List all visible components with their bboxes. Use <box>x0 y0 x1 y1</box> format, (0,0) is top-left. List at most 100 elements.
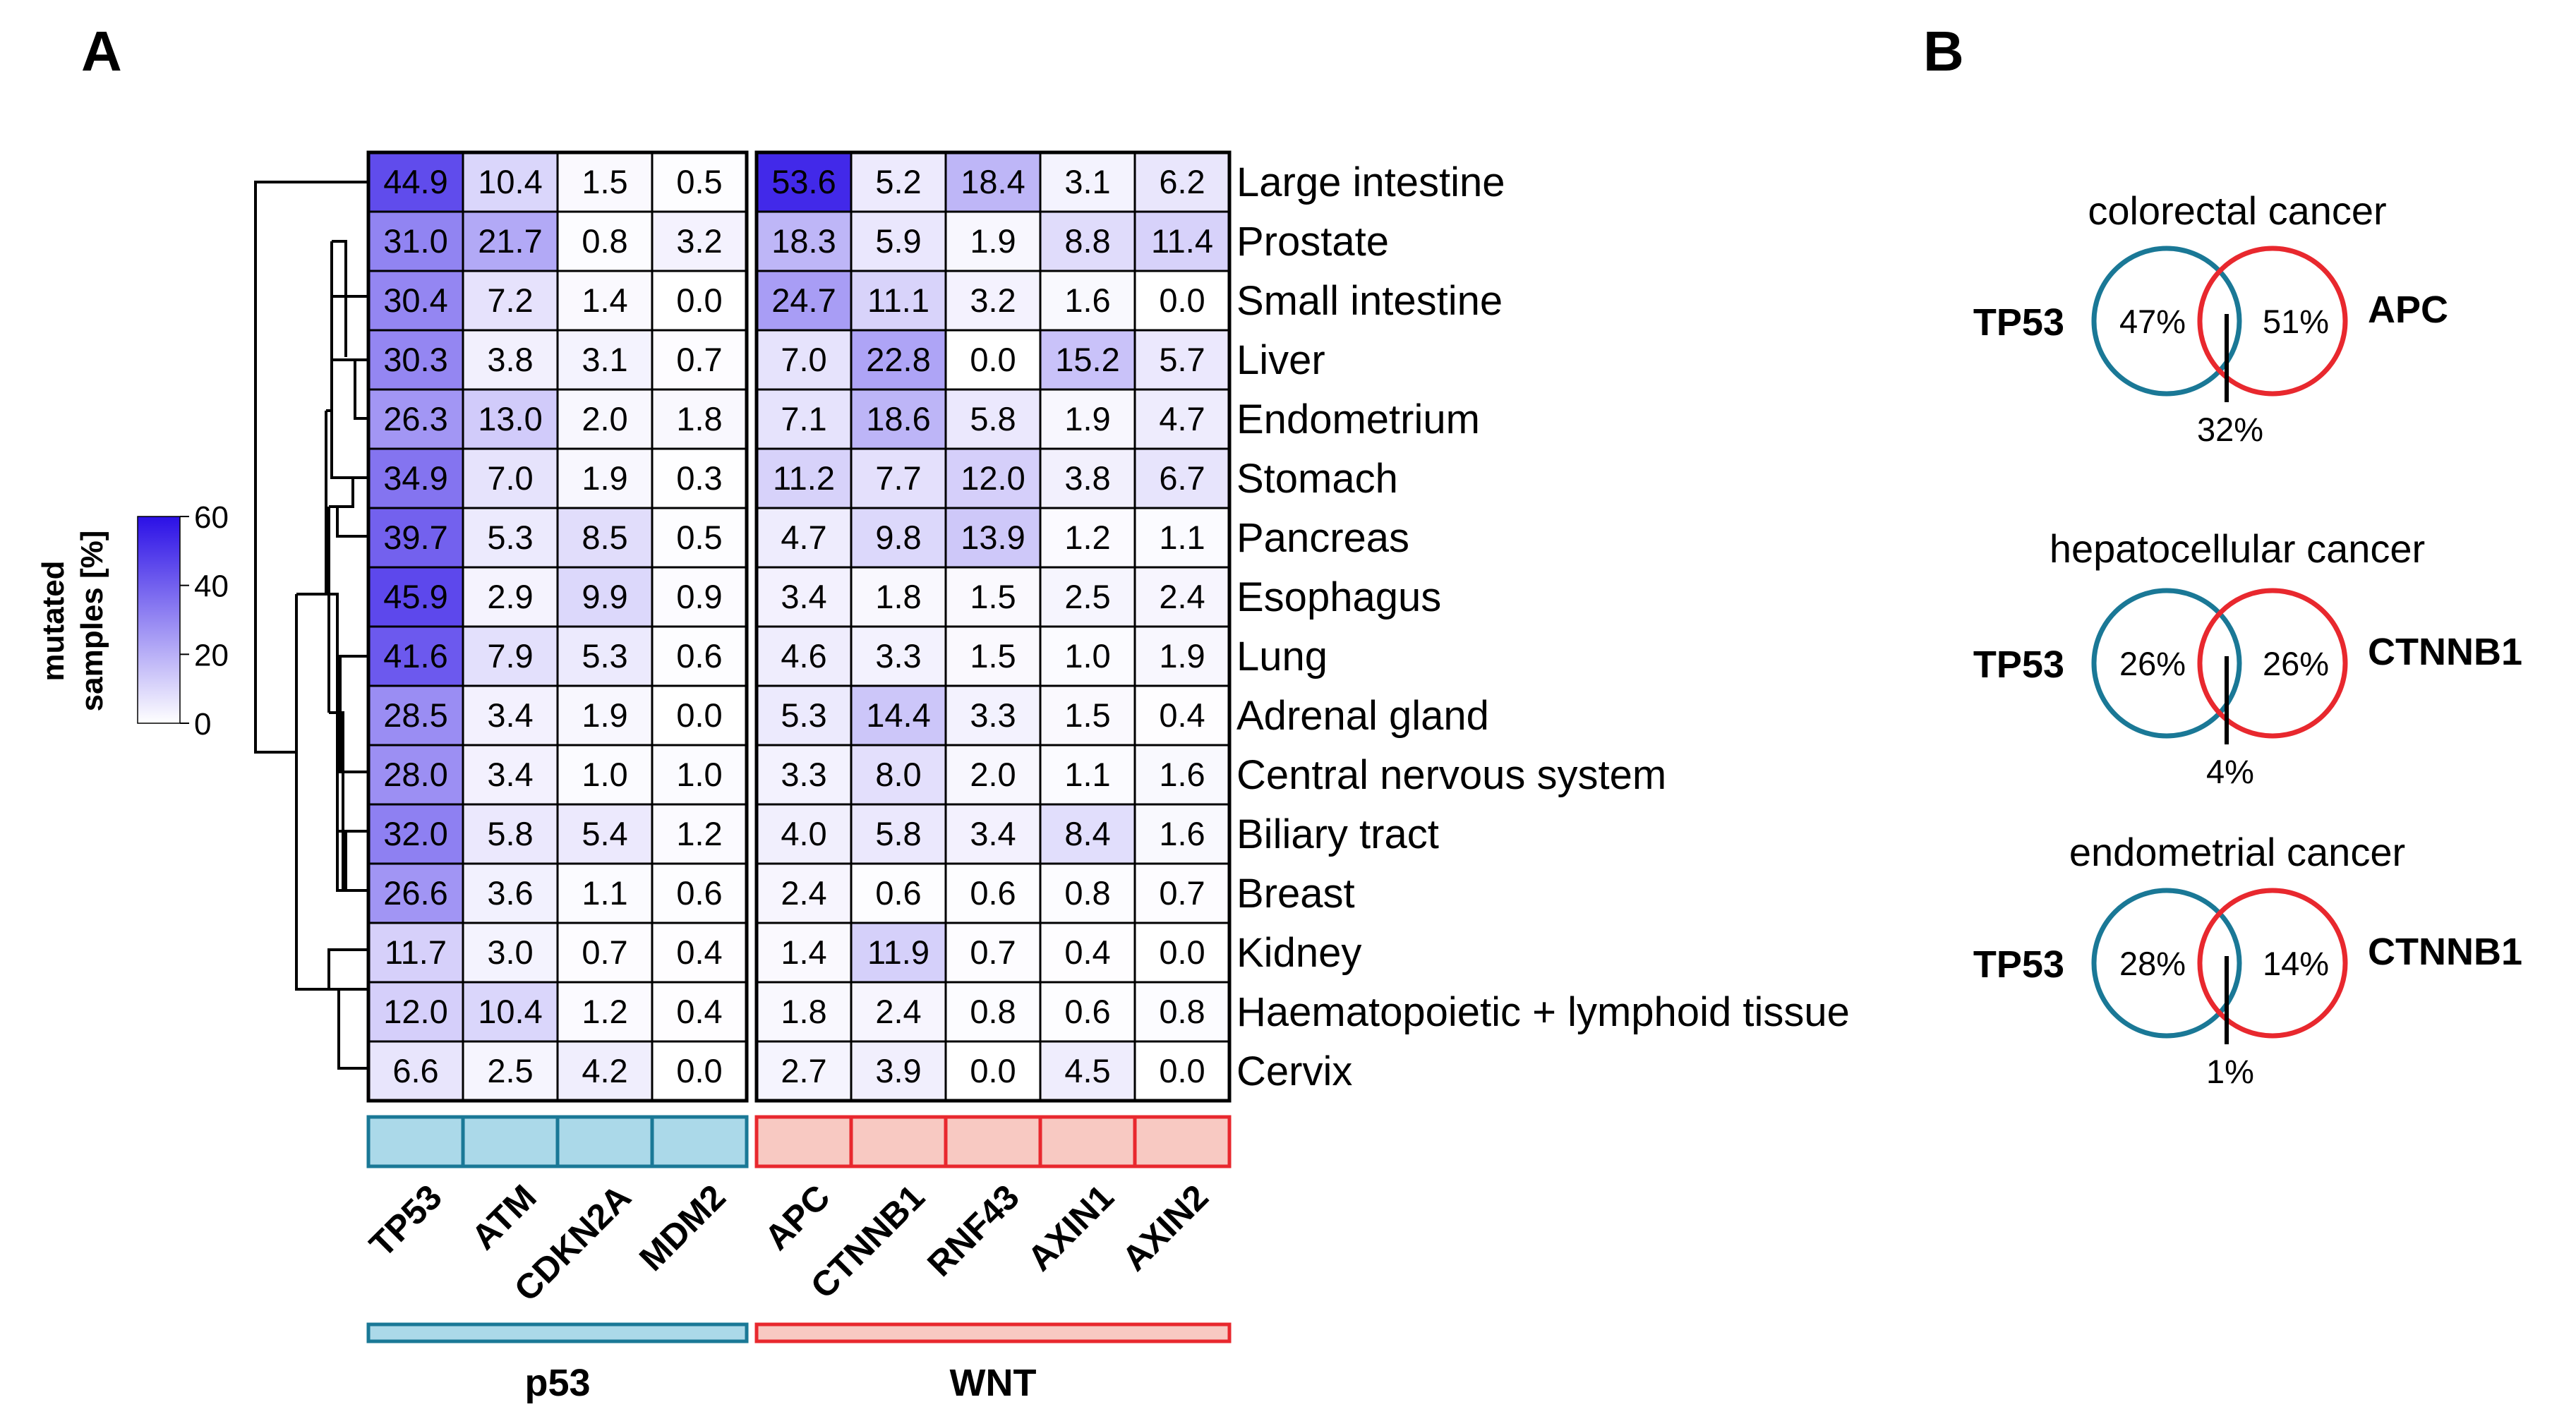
cell-value: 7.0 <box>487 459 533 497</box>
venn-left-pct: 28% <box>2119 945 2186 982</box>
heatmap-cell <box>1133 684 1231 747</box>
cell-value: 1.4 <box>582 282 627 319</box>
cell-value: 13.9 <box>961 519 1025 556</box>
venn-left-gene: TP53 <box>1973 943 2064 986</box>
venn-left-gene: TP53 <box>1973 301 2064 344</box>
heatmap-cell <box>944 684 1042 747</box>
venn-left-circle <box>2091 888 2242 1039</box>
legend-tick-label: 0 <box>194 707 211 742</box>
heatmap-cell <box>651 862 748 924</box>
cell-value: 2.0 <box>582 400 627 437</box>
row-label: Biliary tract <box>1236 811 1439 857</box>
cell-value: 0.7 <box>676 341 722 378</box>
cell-value: 0.7 <box>1159 874 1205 912</box>
cell-value: 3.9 <box>875 1052 921 1089</box>
legend-title-line-2: samples [%] <box>75 531 109 712</box>
heatmap-cell <box>944 1040 1042 1102</box>
cell-value: 0.8 <box>970 993 1016 1030</box>
cell-value: 34.9 <box>383 459 447 497</box>
group-bracket <box>754 1322 1232 1343</box>
heatmap-cell <box>755 507 853 569</box>
cell-value: 0.8 <box>1159 993 1205 1030</box>
cell-value: 5.8 <box>970 400 1016 437</box>
cell-value: 5.9 <box>875 222 921 260</box>
heatmap-cell <box>367 151 464 213</box>
cell-value: 0.0 <box>970 341 1016 378</box>
cell-value: 3.1 <box>1064 163 1110 200</box>
cell-value: 0.0 <box>1159 1052 1205 1089</box>
cell-value: 24.7 <box>771 282 836 319</box>
panel-label-b: B <box>1923 20 1964 83</box>
cell-value: 12.0 <box>383 993 447 1030</box>
cell-value: 9.9 <box>582 578 627 615</box>
heatmap-cell <box>944 922 1042 984</box>
venn-title: hepatocellular cancer <box>2050 526 2425 571</box>
heatmap-cell <box>367 744 464 806</box>
column-label: RNF43 <box>920 1177 1027 1284</box>
heatmap-cell <box>651 566 748 628</box>
heatmap-cell <box>755 862 853 924</box>
heatmap-cell <box>367 210 464 272</box>
heatmap-cell <box>556 447 654 509</box>
cell-value: 1.5 <box>1064 696 1110 734</box>
cell-value: 0.0 <box>676 1052 722 1089</box>
cell-value: 7.7 <box>875 459 921 497</box>
row-label: Haematopoietic + lymphoid tissue <box>1236 989 1850 1035</box>
cell-value: 0.6 <box>676 637 722 675</box>
group-label: WNT <box>950 1362 1037 1404</box>
cell-value: 8.5 <box>582 519 627 556</box>
group-bar-cell <box>754 1115 853 1168</box>
cell-value: 3.2 <box>676 222 722 260</box>
cell-value: 2.5 <box>1064 578 1110 615</box>
cell-value: 5.8 <box>875 815 921 852</box>
cell-value: 3.3 <box>781 756 826 793</box>
cell-value: 9.8 <box>875 519 921 556</box>
column-label: ATM <box>464 1177 544 1257</box>
cell-value: 22.8 <box>866 341 930 378</box>
cell-value: 0.0 <box>676 696 722 734</box>
column-label: AXIN2 <box>1114 1177 1216 1279</box>
cell-value: 1.9 <box>582 459 627 497</box>
heatmap-cell <box>755 744 853 806</box>
venn-right-pct: 51% <box>2263 303 2329 340</box>
cell-value: 0.7 <box>582 933 627 971</box>
cell-value: 0.8 <box>1064 874 1110 912</box>
heatmap-cell <box>462 803 559 865</box>
cell-value: 41.6 <box>383 637 447 675</box>
heatmap-cell <box>462 447 559 509</box>
legend-title-line-1: mutated <box>36 560 71 681</box>
group-bar-cell <box>461 1115 560 1168</box>
cell-value: 0.6 <box>676 874 722 912</box>
cell-value: 0.8 <box>582 222 627 260</box>
legend-tick-label: 40 <box>194 569 229 604</box>
group-bar-cell <box>366 1115 465 1168</box>
cell-value: 2.0 <box>970 756 1016 793</box>
cell-value: 2.5 <box>487 1052 533 1089</box>
heatmap-cell <box>755 210 853 272</box>
cell-value: 1.1 <box>1064 756 1110 793</box>
heatmap-cell <box>1039 270 1136 332</box>
row-label: Lung <box>1236 634 1328 679</box>
cell-value: 3.4 <box>487 696 533 734</box>
cell-value: 10.4 <box>478 993 542 1030</box>
cell-value: 3.0 <box>487 933 533 971</box>
cell-value: 5.7 <box>1159 341 1205 378</box>
column-label: MDM2 <box>632 1177 733 1279</box>
cell-value: 1.1 <box>1159 519 1205 556</box>
cell-value: 0.3 <box>676 459 722 497</box>
cell-value: 53.6 <box>771 163 836 200</box>
cell-value: 5.2 <box>875 163 921 200</box>
cell-value: 2.4 <box>781 874 826 912</box>
cell-value: 0.6 <box>1064 993 1110 1030</box>
row-label: Pancreas <box>1236 515 1409 561</box>
cell-value: 1.2 <box>1064 519 1110 556</box>
heatmap-cell <box>556 922 654 984</box>
venn-title: endometrial cancer <box>2069 830 2405 874</box>
group-bar-cell <box>849 1115 948 1168</box>
cell-value: 11.4 <box>1151 222 1213 260</box>
venn-right-gene: CTNNB1 <box>2368 931 2522 973</box>
cell-value: 0.0 <box>1159 282 1205 319</box>
